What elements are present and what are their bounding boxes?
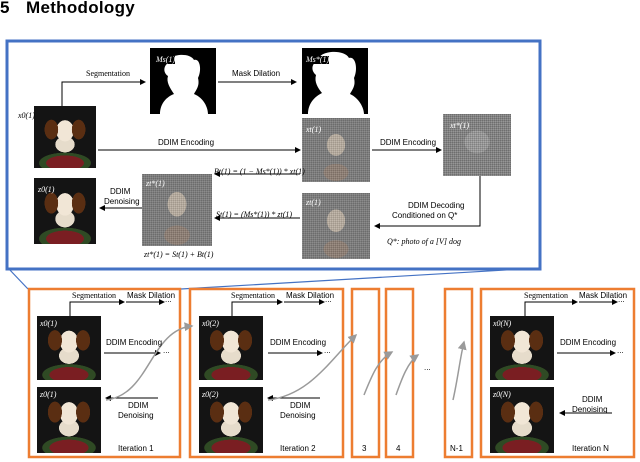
noisy-latent-xt-star bbox=[443, 114, 511, 176]
it1-ddim-encoding-label: DDIM Encoding bbox=[106, 338, 163, 347]
it1-output-image bbox=[37, 387, 101, 453]
it2-segmentation-label: Segmentation bbox=[231, 291, 275, 300]
it2-symbol-z: z0(2) bbox=[202, 390, 219, 399]
it1-symbol-z: z0(1) bbox=[40, 390, 57, 399]
transition-arrow-3-4 bbox=[363, 351, 394, 396]
input-image-x0 bbox=[34, 106, 96, 168]
mask-image-ms bbox=[150, 48, 216, 114]
itn-segmentation-label: Segmentation bbox=[524, 291, 568, 300]
it2-ellipsis-mid: ... bbox=[324, 346, 331, 355]
section-number: 5 bbox=[0, 0, 10, 17]
it1-label: Iteration 1 bbox=[118, 444, 154, 453]
step-4-label: 4 bbox=[396, 444, 401, 453]
step-3-label: 3 bbox=[362, 444, 367, 453]
it2-ddim-encoding-label: DDIM Encoding bbox=[270, 338, 327, 347]
arrow-segmentation bbox=[61, 79, 146, 112]
symbol-xt: xt(1) bbox=[306, 125, 322, 134]
mask-dilation-label: Mask Dilation bbox=[232, 69, 281, 78]
itn-input-image bbox=[490, 316, 554, 380]
equation-combination: zt*(1) = St(1) + Bt(1) bbox=[144, 250, 214, 259]
prompt-label: Q*: photo of a [V] dog bbox=[387, 237, 461, 246]
it1-segmentation-label: Segmentation bbox=[72, 291, 116, 300]
itn-ddim-denoising-label-1: DDIM bbox=[582, 395, 603, 404]
ddim-encoding-label-2: DDIM Encoding bbox=[380, 138, 437, 147]
iteration-2-frame bbox=[188, 287, 345, 459]
itn-ellipsis-mid: ... bbox=[617, 346, 624, 355]
it2-mask-dilation-label: Mask Dilation bbox=[286, 291, 335, 300]
it1-ddim-denoising-label-2: Denoising bbox=[118, 411, 154, 420]
it1-ellipsis-top: ... bbox=[165, 295, 172, 304]
denoised-latent-zt bbox=[302, 193, 370, 259]
conditioning-label: Conditioned on Q* bbox=[392, 211, 458, 220]
symbol-ms: Ms(1) bbox=[156, 55, 176, 64]
transition-arrow-1-2 bbox=[105, 322, 194, 401]
it1-ddim-denoising-label-1: DDIM bbox=[128, 401, 149, 410]
symbol-z0: z0(1) bbox=[38, 185, 55, 194]
ddim-denoising-label-2: Denoising bbox=[104, 197, 140, 206]
itn-symbol-z: z0(N) bbox=[493, 390, 511, 399]
section-title: Methodology bbox=[26, 0, 136, 17]
it2-ddim-denoising-label-2: Denoising bbox=[280, 411, 316, 420]
ddim-denoising-label-1: DDIM bbox=[110, 187, 131, 196]
zoom-line-left bbox=[7, 267, 29, 290]
segmentation-label: Segmentation bbox=[86, 69, 130, 78]
iteration-n-frame bbox=[479, 287, 636, 459]
symbol-x0: x0(1) bbox=[18, 111, 35, 120]
it1-symbol-x: x0(1) bbox=[40, 319, 57, 328]
noisy-latent-xt bbox=[302, 118, 370, 182]
it1-ellipsis-mid: ... bbox=[163, 346, 170, 355]
symbol-zt: zt(1) bbox=[306, 198, 321, 207]
itn-ellipsis-top: ... bbox=[618, 295, 625, 304]
symbol-zt-star: zt*(1) bbox=[146, 179, 165, 188]
step-4-frame bbox=[384, 287, 415, 459]
equation-subject: St(1) = (Ms*(1)) * zt(1) bbox=[216, 210, 293, 219]
step-n1-label: N-1 bbox=[450, 444, 463, 453]
it2-symbol-x: x0(2) bbox=[202, 319, 219, 328]
ddim-decoding-label: DDIM Decoding bbox=[408, 201, 465, 210]
it1-input-image bbox=[37, 316, 101, 380]
it2-label: Iteration 2 bbox=[280, 444, 316, 453]
it2-ddim-denoising-label-1: DDIM bbox=[290, 401, 311, 410]
it2-arrow-segmentation bbox=[231, 299, 283, 316]
itn-mask-dilation-label: Mask Dilation bbox=[579, 291, 628, 300]
mask-silhouette bbox=[160, 54, 208, 114]
step-n1-frame bbox=[443, 287, 474, 459]
itn-label: Iteration N bbox=[572, 444, 609, 453]
it2-input-image bbox=[199, 316, 263, 380]
transition-arrow-2-3 bbox=[267, 333, 358, 401]
itn-ddim-denoising-label-2: Denoising bbox=[572, 405, 608, 414]
it1-arrow-segmentation bbox=[69, 299, 125, 316]
step-3-frame bbox=[350, 287, 381, 459]
section-heading: 5 Methodology bbox=[0, 0, 135, 18]
symbol-ms-star: Ms*(1) bbox=[306, 55, 330, 64]
combined-latent-zt-star bbox=[142, 174, 212, 246]
dilated-mask-silhouette bbox=[308, 51, 364, 114]
zoom-frame bbox=[5, 39, 542, 271]
it2-ellipsis-top: ... bbox=[325, 295, 332, 304]
transition-arrow-n1 bbox=[452, 340, 467, 401]
itn-ddim-encoding-label: DDIM Encoding bbox=[560, 338, 617, 347]
zoom-line-right bbox=[180, 267, 541, 290]
transition-arrow-4-next bbox=[395, 354, 420, 396]
itn-arrow-segmentation bbox=[524, 299, 578, 316]
between-ellipsis: ... bbox=[424, 363, 431, 372]
itn-symbol-x: x0(N) bbox=[493, 319, 512, 328]
equation-background: Bt(1) = (1 − Ms*(1)) * xt(1) bbox=[214, 167, 305, 176]
dilated-mask-image-ms-star bbox=[302, 48, 368, 114]
itn-output-image bbox=[490, 387, 554, 453]
output-image-z0 bbox=[34, 178, 96, 244]
iteration-1-frame bbox=[27, 287, 182, 459]
it2-output-image bbox=[199, 387, 263, 453]
ddim-encoding-label-1: DDIM Encoding bbox=[158, 138, 215, 147]
arrow-ddim-decoding bbox=[374, 176, 481, 229]
symbol-xt-star: xt*(1) bbox=[450, 121, 470, 130]
it1-mask-dilation-label: Mask Dilation bbox=[127, 291, 176, 300]
